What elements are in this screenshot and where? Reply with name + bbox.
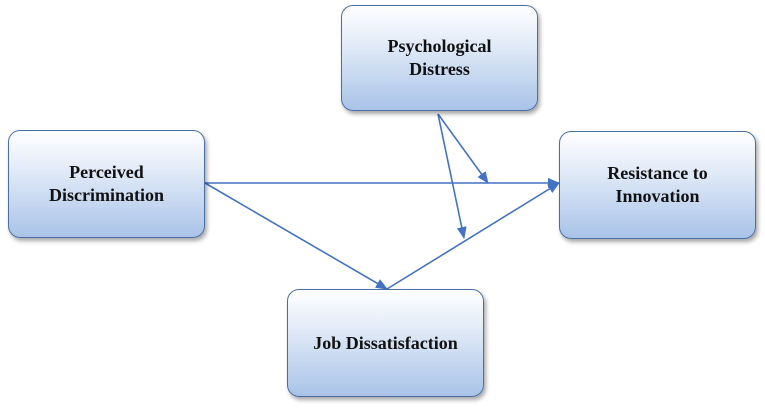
node-label-resistance-to-innovation: Resistance to Innovation xyxy=(607,163,708,206)
arrow-discrimination-to-dissatisfaction xyxy=(204,182,388,290)
node-label-psychological-distress: Psychological Distress xyxy=(387,36,492,79)
arrow-dissatisfaction-to-resistance xyxy=(386,182,560,290)
node-label-job-dissatisfaction: Job Dissatisfaction xyxy=(313,332,458,353)
node-job-dissatisfaction: Job Dissatisfaction xyxy=(287,289,484,397)
arrow-distress-moderates-direct-path xyxy=(437,113,489,184)
node-psychological-distress: Psychological Distress xyxy=(341,5,538,111)
node-resistance-to-innovation: Resistance to Innovation xyxy=(559,131,756,239)
arrow-distress-moderates-indirect-path xyxy=(437,113,467,239)
node-perceived-discrimination: Perceived Discrimination xyxy=(8,130,205,238)
node-label-perceived-discrimination: Perceived Discrimination xyxy=(49,162,164,205)
